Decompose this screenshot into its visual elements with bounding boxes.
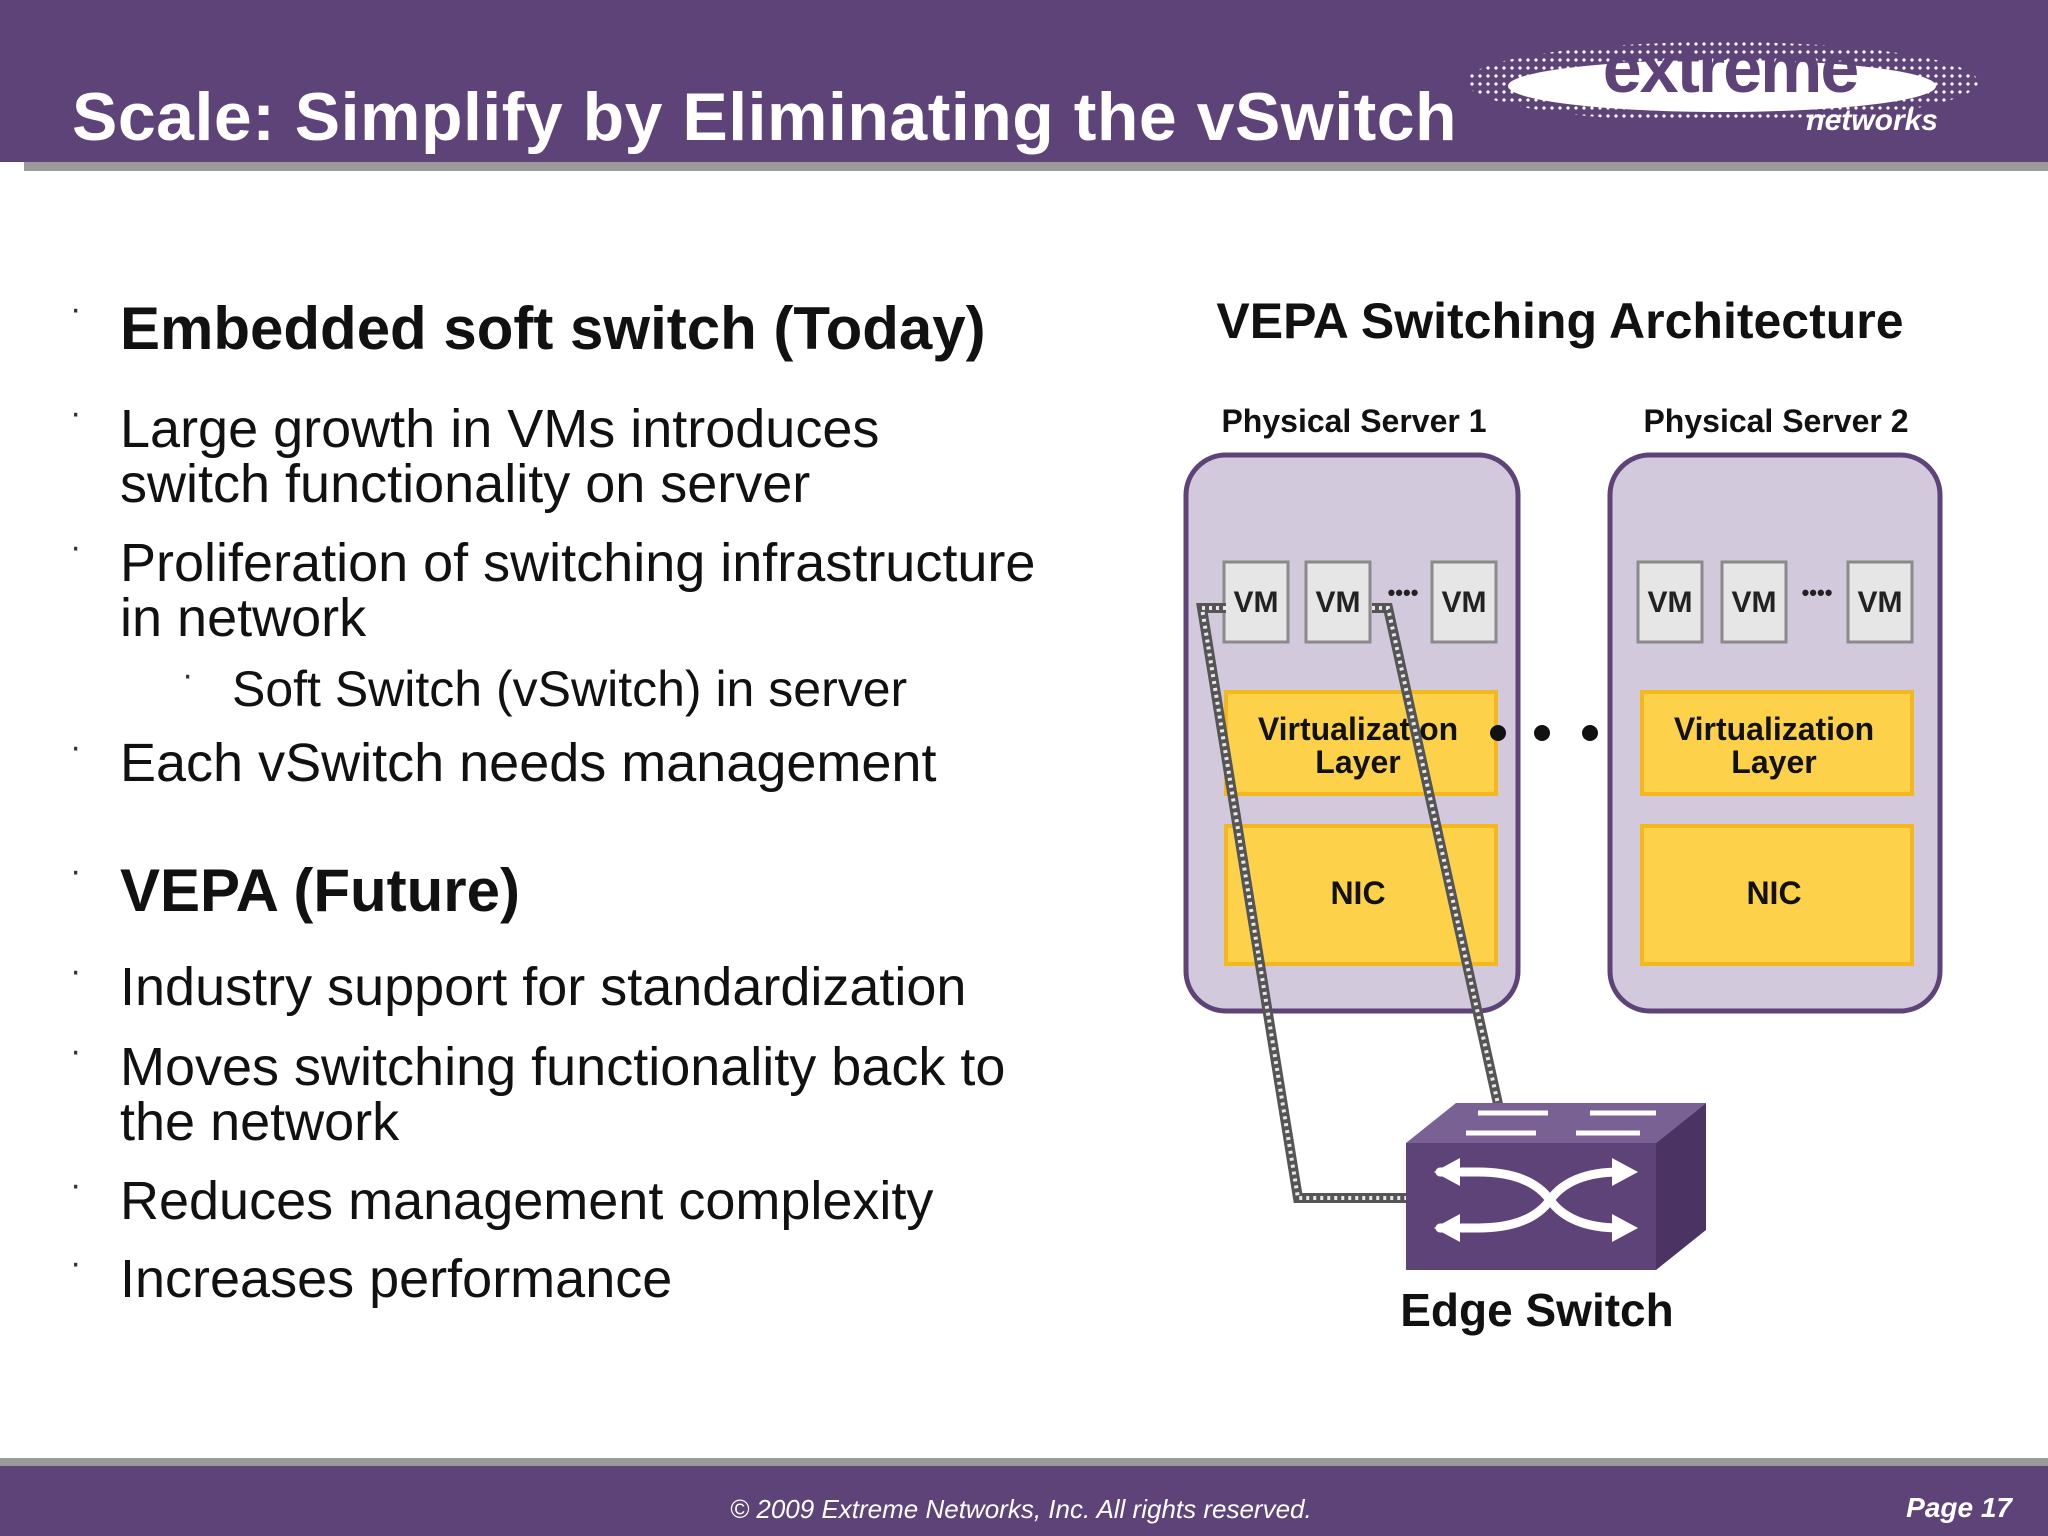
bullet-line: Moves switching functionality back to [120,1037,1006,1097]
bullet-moves-switching: Moves switching functionality back to th… [70,1034,1006,1153]
header-divider [24,162,2048,171]
bullet-heading-today: Embedded soft switch (Today) [70,292,986,359]
bullet-list: Embedded soft switch (Today) Large growt… [0,0,1140,1400]
edge-switch [1406,1103,1706,1270]
vm-label: VM [1442,586,1487,619]
vm-box [1636,560,1704,644]
virtualization-label: Virtualization [1258,711,1458,747]
footer-divider [0,1458,2048,1466]
bullet-line: in network [120,588,367,649]
vm-box [1720,560,1788,644]
copyright-text: © 2009 Extreme Networks, Inc. All rights… [730,1494,1312,1524]
vm-box [1222,560,1290,644]
slide-title: Scale: Simplify by Eliminating the vSwit… [72,79,1458,155]
vm-label: VM [1858,586,1903,619]
bullet-increases-performance: Increases performance [70,1246,672,1307]
logo-swoosh [1508,60,1936,112]
physical-server-1: Physical Server 1 VM VM •••• VM Virtuali… [1183,403,1521,1014]
virtualization-layer [1640,690,1914,796]
logo-word: extreme [1603,29,1858,107]
server-label: Physical Server 1 [1221,403,1486,439]
bullet-line: the network [120,1092,400,1153]
virtualization-label: Layer [1731,744,1816,780]
bullet-line: Large growth in VMs introduces [120,399,880,459]
sub-bullet-soft-switch: Soft Switch (vSwitch) in server [182,658,907,715]
extreme-networks-logo: extreme networks [1466,29,1978,137]
nic [1640,824,1914,966]
nic-label: NIC [1746,875,1801,911]
vm-label: VM [1234,586,1279,619]
switch-side [1656,1103,1706,1270]
vm-box [1846,560,1914,644]
page-number: Page 17 [1906,1492,2012,1523]
virtualization-label: Layer [1315,744,1400,780]
logo-sub: networks [1806,104,1938,137]
switch-arrowheads [1434,1158,1638,1242]
footer-bar [0,1466,2048,1536]
bullet-heading-vepa: VEPA (Future) [70,854,520,921]
vm-box [1304,560,1372,644]
bullet-industry-support: Industry support for standardization [70,954,966,1015]
bullet-reduces-complexity: Reduces management complexity [70,1168,933,1229]
vm-ellipsis: •••• [1802,580,1833,605]
switch-top-arrows-icon [1466,1110,1656,1136]
virtualization-label: Virtualization [1674,711,1874,747]
nic-label: NIC [1330,875,1385,911]
vm-label: VM [1648,586,1693,619]
edge-switch-label: Edge Switch [1400,1284,1673,1336]
vm-box [1430,560,1498,644]
vepa-traffic-path [1196,603,1503,1203]
vm-label: VM [1316,586,1361,619]
bullet-large-growth: Large growth in VMs introduces switch fu… [70,396,880,515]
physical-server-2: Physical Server 2 VM VM •••• VM Virtuali… [1607,403,1943,1014]
switch-top [1406,1103,1706,1143]
switch-cross-arrows-icon [1435,1167,1625,1233]
bullet-line: switch functionality on server [120,454,811,515]
vm-label: VM [1732,586,1777,619]
server-label: Physical Server 2 [1643,403,1908,439]
bullet-proliferation: Proliferation of switching infrastructur… [70,530,1036,649]
bullet-each-vswitch: Each vSwitch needs management [70,730,936,791]
bullet-line: Proliferation of switching infrastructur… [120,533,1036,593]
diagram-title: VEPA Switching Architecture [1216,293,1903,349]
vm-ellipsis: •••• [1388,580,1419,605]
vepa-diagram: VEPA Switching Architecture Physical Ser… [1183,293,1943,1336]
